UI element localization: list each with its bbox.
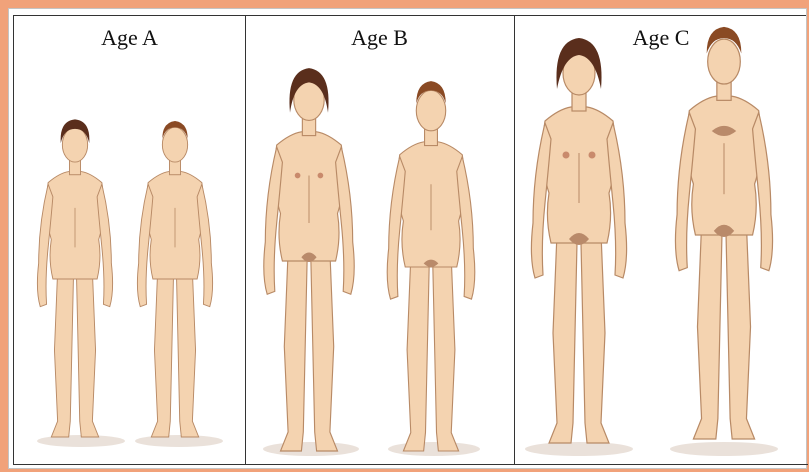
figure-age-a-female [37,119,112,437]
figure-age-b-female [264,68,354,451]
figure-shadow [388,442,480,456]
body-illustrations [9,9,808,470]
figure-age-c-female [531,38,626,443]
figure-age-a-male [137,121,212,437]
figure-shadow [525,442,633,456]
figure-frame: Age A Age B Age C [8,8,807,469]
figure-shadow [135,435,223,447]
figure-age-b-male [387,81,475,451]
figure-shadow [670,442,778,456]
figure-age-c-male [675,27,772,439]
figure-shadow [263,442,359,456]
